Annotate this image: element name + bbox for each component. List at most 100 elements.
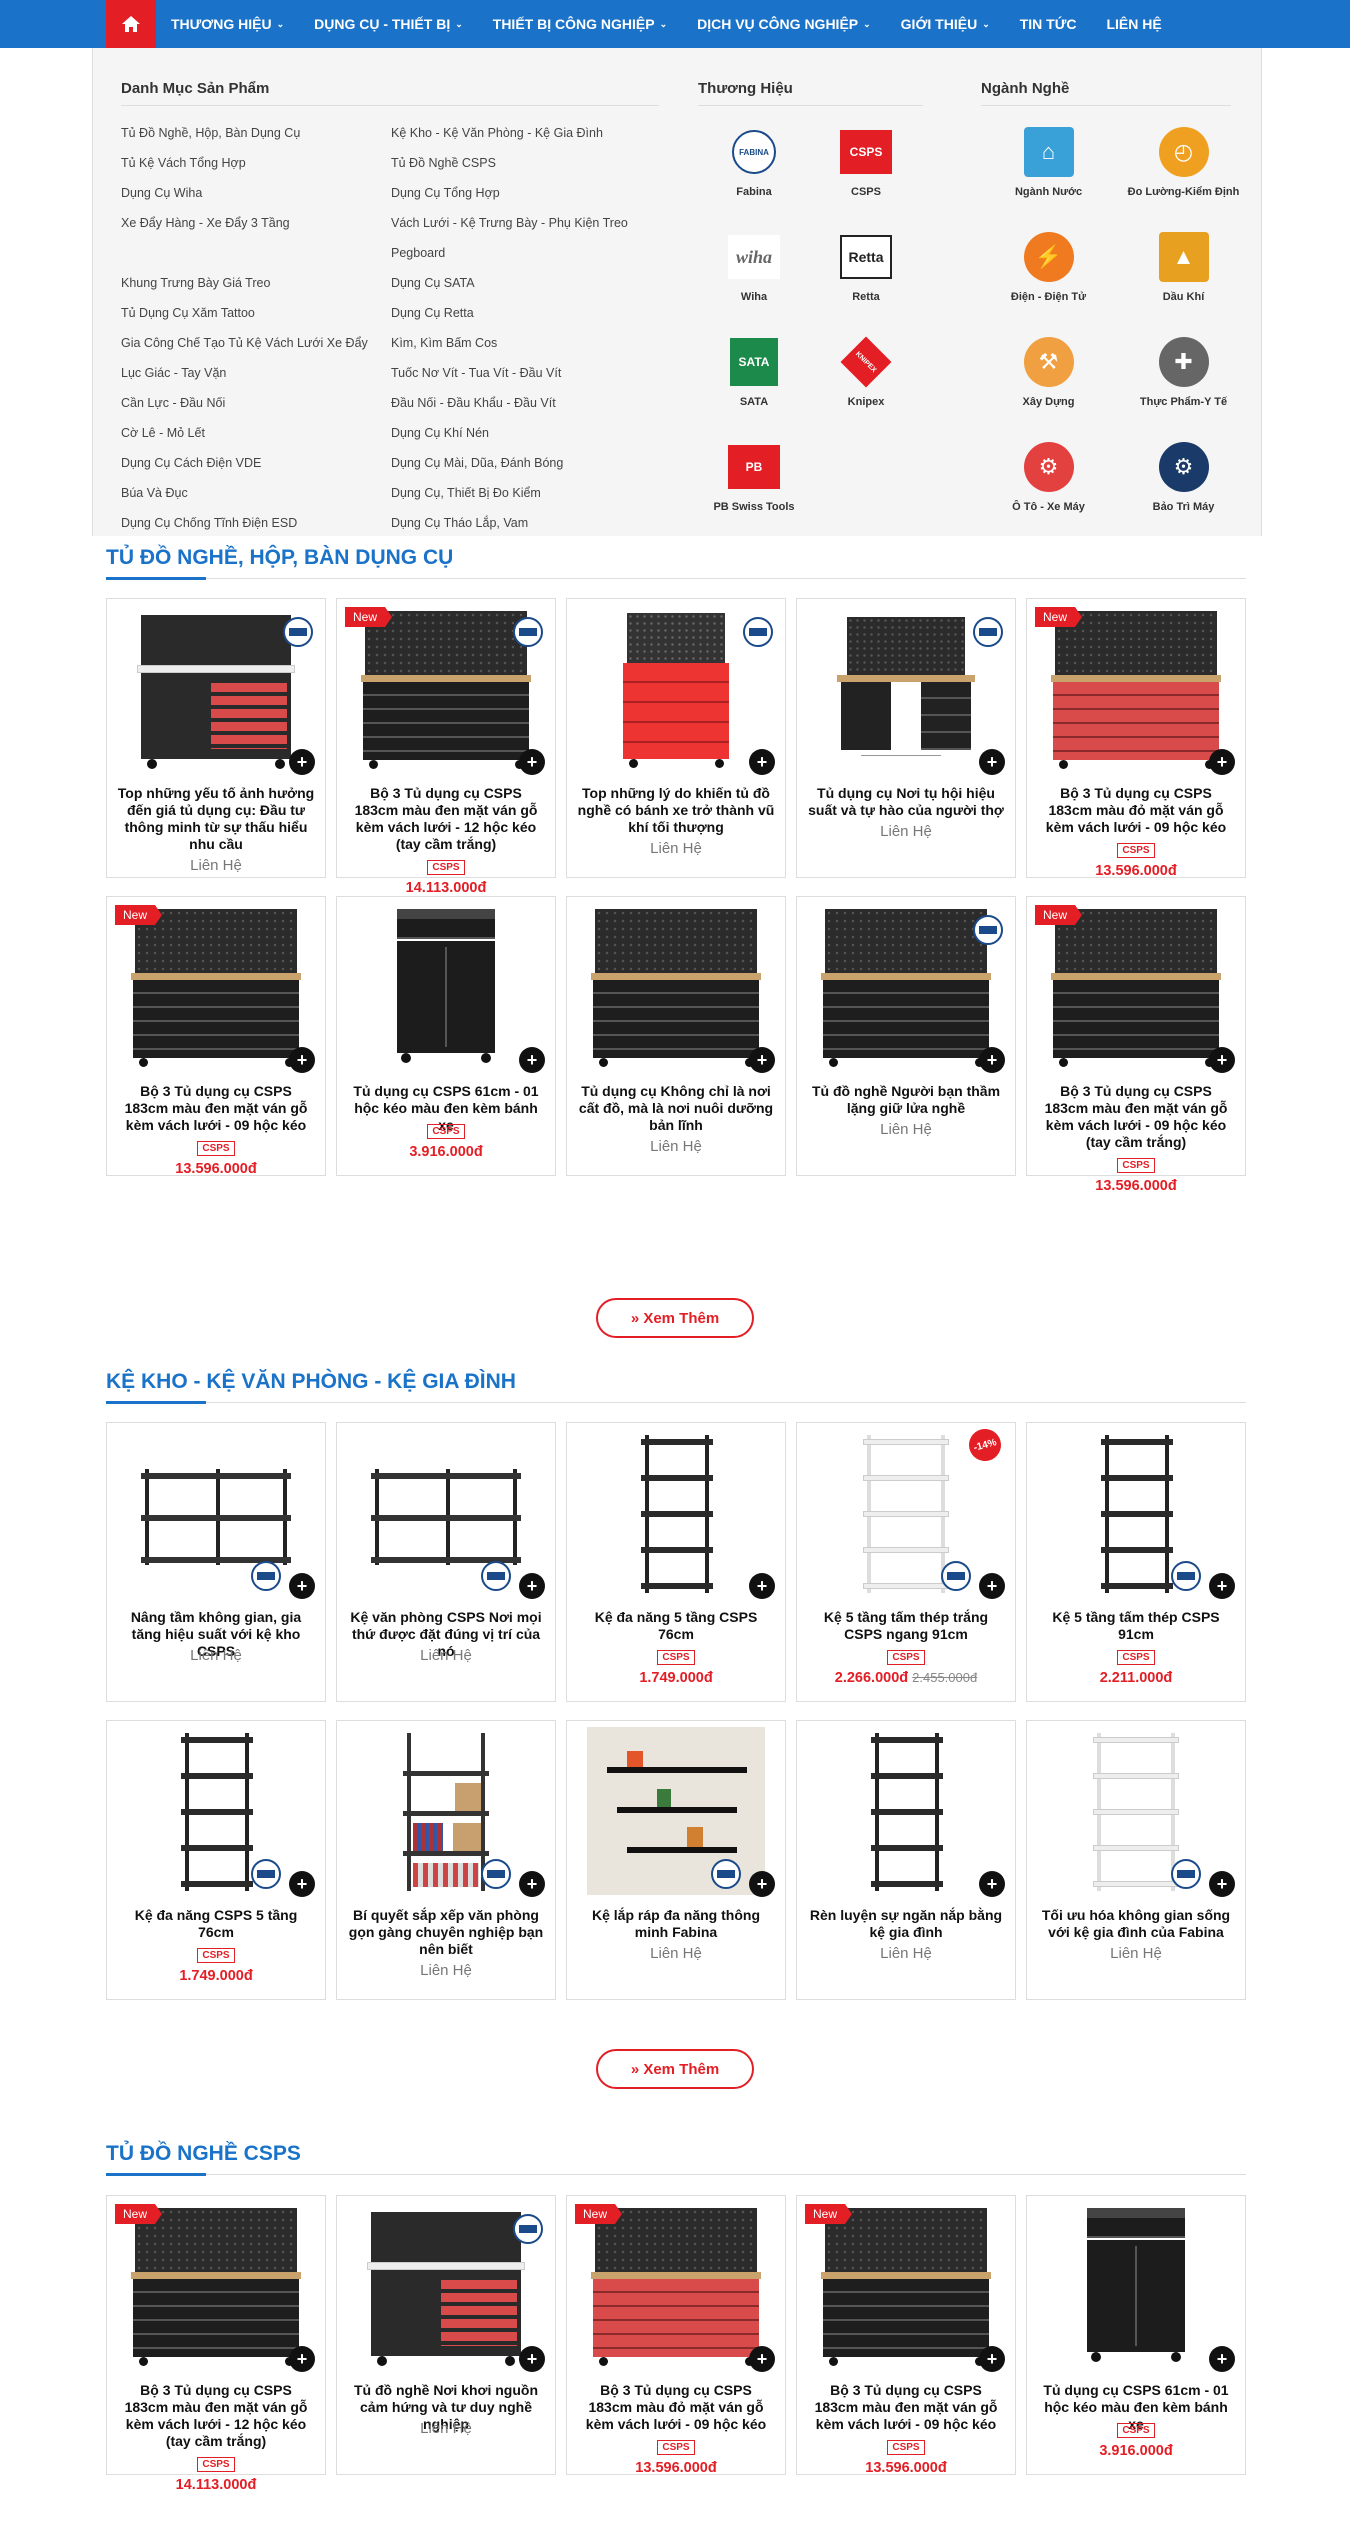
add-to-cart-plus-icon[interactable]: + [979, 749, 1005, 775]
category-link[interactable]: Tủ Đồ Nghề CSPS [391, 156, 496, 170]
industry-item[interactable]: ◴Đo Lường-Kiểm Định [1116, 118, 1251, 223]
view-more-button[interactable]: » Xem Thêm [596, 1298, 754, 1338]
product-name[interactable]: Tối ưu hóa không gian sống với kệ gia đì… [1041, 1907, 1231, 1940]
category-link[interactable]: Gia Công Chế Tạo Tủ Kệ Vách Lưới Xe Đẩy [121, 336, 368, 350]
nav-item[interactable]: LIÊN HỆ [1091, 0, 1176, 48]
product-card[interactable]: -14%+Kệ 5 tầng tấm thép trắng CSPS ngang… [796, 1422, 1016, 1702]
product-card[interactable]: New+Bộ 3 Tủ dụng cụ CSPS 183cm màu đỏ mặ… [566, 2195, 786, 2476]
add-to-cart-plus-icon[interactable]: + [979, 2346, 1005, 2372]
nav-item[interactable]: DỤNG CỤ - THIẾT BỊ⌄ [299, 0, 478, 48]
add-to-cart-plus-icon[interactable]: + [749, 1871, 775, 1897]
add-to-cart-plus-icon[interactable]: + [1209, 1047, 1235, 1073]
category-link[interactable]: Cờ Lê - Mỏ Lết [121, 426, 205, 440]
category-link[interactable]: Khung Trưng Bày Giá Treo [121, 276, 271, 290]
add-to-cart-plus-icon[interactable]: + [519, 1871, 545, 1897]
industry-item[interactable]: ⌂Ngành Nước [981, 118, 1116, 223]
home-button[interactable] [106, 0, 156, 48]
add-to-cart-plus-icon[interactable]: + [289, 749, 315, 775]
category-link[interactable]: Dụng Cụ Retta [391, 306, 474, 320]
add-to-cart-plus-icon[interactable]: + [289, 1871, 315, 1897]
product-card[interactable]: +Tủ dụng cụ CSPS 61cm - 01 hộc kéo màu đ… [1026, 2195, 1246, 2475]
product-card[interactable]: + Top những yếu tố ảnh hưởng đến giá tủ d… [106, 598, 326, 878]
product-image-frame[interactable] [817, 1727, 995, 1895]
product-card[interactable]: New+Bộ 3 Tủ dụng cụ CSPS 183cm màu đỏ mặ… [1026, 598, 1246, 879]
product-name[interactable]: Bộ 3 Tủ dụng cụ CSPS 183cm màu đen mặt v… [124, 1083, 308, 1133]
product-card[interactable]: New+Bộ 3 Tủ dụng cụ CSPS 183cm màu đen m… [106, 896, 326, 1177]
product-name[interactable]: Bộ 3 Tủ dụng cụ CSPS 183cm màu đen mặt v… [814, 2382, 998, 2432]
product-image-frame[interactable] [127, 903, 305, 1071]
product-image-frame[interactable] [127, 605, 305, 773]
industry-item[interactable]: ✚Thực Phẩm-Y Tế [1116, 328, 1251, 433]
add-to-cart-plus-icon[interactable]: + [519, 1047, 545, 1073]
product-image-frame[interactable] [127, 1429, 305, 1597]
product-image-frame[interactable] [1047, 2202, 1225, 2370]
product-image-frame[interactable] [817, 1429, 995, 1597]
product-name[interactable]: Bộ 3 Tủ dụng cụ CSPS 183cm màu đen mặt v… [354, 785, 538, 852]
product-image-frame[interactable] [817, 903, 995, 1071]
product-image-frame[interactable] [357, 605, 535, 773]
category-link[interactable]: Dụng Cụ SATA [391, 276, 475, 290]
product-name[interactable]: Kệ 5 tầng tấm thép CSPS 91cm [1052, 1609, 1220, 1642]
product-image-frame[interactable] [587, 605, 765, 773]
product-name[interactable]: Tủ đồ nghề Người bạn thầm lặng giữ lửa n… [811, 1083, 1001, 1116]
product-card[interactable]: + Kệ văn phòng CSPS Nơi mọi thứ được đặt … [336, 1422, 556, 1702]
category-link[interactable]: Tủ Kệ Vách Tổng Hợp [121, 156, 246, 170]
add-to-cart-plus-icon[interactable]: + [979, 1047, 1005, 1073]
product-name[interactable]: Bộ 3 Tủ dụng cụ CSPS 183cm màu đỏ mặt vá… [1045, 785, 1227, 835]
add-to-cart-plus-icon[interactable]: + [289, 1573, 315, 1599]
category-link[interactable]: Cần Lực - Đầu Nối [121, 396, 226, 410]
category-link[interactable]: Dụng Cụ Mài, Dũa, Đánh Bóng [391, 456, 564, 470]
product-name[interactable]: Nâng tầm không gian, gia tăng hiệu suất … [130, 1609, 302, 1659]
category-link[interactable]: Dụng Cụ Wiha [121, 186, 203, 200]
product-name[interactable]: Kệ văn phòng CSPS Nơi mọi thứ được đặt đ… [350, 1609, 542, 1659]
add-to-cart-plus-icon[interactable]: + [289, 2346, 315, 2372]
product-name[interactable]: Top những yếu tố ảnh hưởng đến giá tủ dụ… [117, 785, 315, 852]
product-card[interactable]: New+Bộ 3 Tủ dụng cụ CSPS 183cm màu đen m… [336, 598, 556, 896]
industry-item[interactable]: ⚙Ô Tô - Xe Máy [981, 433, 1116, 538]
add-to-cart-plus-icon[interactable]: + [519, 749, 545, 775]
industry-item[interactable]: ▲Dầu Khí [1116, 223, 1251, 328]
product-image-frame[interactable] [357, 1429, 535, 1597]
add-to-cart-plus-icon[interactable]: + [519, 1573, 545, 1599]
product-image-frame[interactable] [587, 903, 765, 1071]
category-link[interactable]: Vách Lưới - Kệ Trưng Bày - Phụ Kiện Treo [391, 216, 628, 230]
product-image-frame[interactable] [357, 2202, 535, 2370]
product-card[interactable]: + Nâng tầm không gian, gia tăng hiệu suất… [106, 1422, 326, 1702]
product-name[interactable]: Bộ 3 Tủ dụng cụ CSPS 183cm màu đen mặt v… [124, 2382, 308, 2449]
category-link[interactable]: Dụng Cụ Tổng Hợp [391, 186, 500, 200]
add-to-cart-plus-icon[interactable]: + [979, 1573, 1005, 1599]
product-card[interactable]: +Bí quyết sắp xếp văn phòng gọn gàng chu… [336, 1720, 556, 2000]
product-card[interactable]: New+Bộ 3 Tủ dụng cụ CSPS 183cm màu đen m… [106, 2195, 326, 2493]
category-link[interactable]: Tủ Đồ Nghề, Hộp, Bàn Dụng Cụ [121, 126, 301, 140]
product-name[interactable]: Bộ 3 Tủ dụng cụ CSPS 183cm màu đen mặt v… [1044, 1083, 1228, 1150]
product-name[interactable]: Bộ 3 Tủ dụng cụ CSPS 183cm màu đỏ mặt vá… [585, 2382, 767, 2432]
category-link[interactable]: Kìm, Kìm Bấm Cos [391, 336, 498, 350]
nav-item[interactable]: GIỚI THIỆU⌄ [886, 0, 1005, 48]
product-image-frame[interactable] [817, 605, 995, 773]
add-to-cart-plus-icon[interactable]: + [519, 2346, 545, 2372]
category-link[interactable]: Kệ Kho - Kệ Văn Phòng - Kệ Gia Đình [391, 126, 603, 140]
product-card[interactable]: +Tủ dụng cụ Nơi tụ hội hiệu suất và tự h… [796, 598, 1016, 878]
product-image-frame[interactable] [1047, 605, 1225, 773]
product-name[interactable]: Kệ đa năng 5 tầng CSPS 76cm [594, 1609, 758, 1642]
product-image-frame[interactable] [1047, 903, 1225, 1071]
category-link[interactable]: Tủ Dụng Cụ Xăm Tattoo [121, 306, 255, 320]
product-card[interactable]: New+Bộ 3 Tủ dụng cụ CSPS 183cm màu đen m… [1026, 896, 1246, 1194]
product-card[interactable]: + Tủ đồ nghề Người bạn thầm lặng giữ lửa … [796, 896, 1016, 1176]
product-image-frame[interactable] [1047, 1727, 1225, 1895]
product-name[interactable]: Tủ đồ nghề Nơi khơi nguồn cảm hứng và tư… [354, 2382, 538, 2432]
add-to-cart-plus-icon[interactable]: + [1209, 749, 1235, 775]
category-link[interactable]: Dụng Cụ Cách Điện VDE [121, 456, 262, 470]
product-name[interactable]: Tủ dụng cụ CSPS 61cm - 01 hộc kéo màu đe… [1043, 2382, 1229, 2432]
add-to-cart-plus-icon[interactable]: + [1209, 1573, 1235, 1599]
product-card[interactable]: +Tủ dụng cụ Không chỉ là nơi cất đồ, mà … [566, 896, 786, 1176]
industry-item[interactable]: ⚡Điện - Điện Tử [981, 223, 1116, 328]
category-link[interactable]: Dụng Cụ Tháo Lắp, Vam [391, 516, 529, 530]
